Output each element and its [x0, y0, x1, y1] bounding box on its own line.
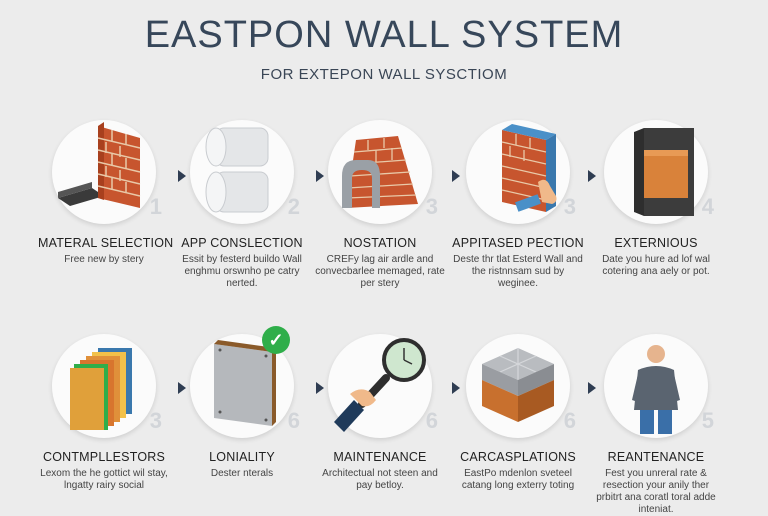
brick-arch-icon	[342, 136, 418, 208]
step-number: 3	[149, 408, 162, 433]
step-description: Fest you unreral rate & resection your a…	[596, 468, 716, 515]
step-loniality: 6 ✓ LONIALITY Dester nterals	[176, 326, 308, 480]
arrow-right-icon	[316, 382, 324, 394]
step-appitased-pection: 3 APPITASED PECTION Deste thr tlat Ester…	[452, 120, 584, 290]
page-title: EASTPON WALL SYSTEM	[144, 14, 624, 56]
step-description: Architectual not steen and pay betloy.	[322, 468, 438, 491]
step-number: 3	[563, 194, 576, 219]
arrow-right-icon	[588, 170, 596, 182]
layered-panels-icon	[70, 348, 132, 430]
step-circle: 1	[52, 120, 162, 224]
arrow-right-icon	[588, 382, 596, 394]
step-label: APPITASED PECTION	[452, 236, 584, 250]
step-description: Date you hure ad lof wal cotering ana ae…	[602, 254, 710, 277]
step-label: LONIALITY	[209, 450, 275, 464]
step-circle: 6	[466, 334, 576, 438]
step-number: 1	[149, 194, 162, 219]
step-description: Lexom the he gottict wil stay, lngatty r…	[40, 468, 168, 491]
step-description: CREFy lag air ardle and convecbarlee mem…	[315, 254, 445, 289]
hand-on-brick-wall-icon	[501, 124, 557, 212]
step-reantenance: 5 REANTENANCE Fest you unreral rate & re…	[590, 334, 722, 516]
arrow-right-icon	[452, 170, 460, 182]
step-label: CARCASPLATIONS	[460, 450, 576, 464]
step-number: 6	[563, 408, 576, 433]
step-circle: 4	[604, 120, 714, 224]
step-label: EXTERNIOUS	[614, 236, 698, 250]
step-app-conslection: 2 APP CONSLECTION Essit by festerd build…	[176, 120, 308, 290]
arrow-right-icon	[178, 382, 186, 394]
step-number: 4	[701, 194, 714, 219]
step-contmpllestors: 3 CONTMPLLESTORS Lexom the he gottict wi…	[38, 334, 170, 492]
arrow-right-icon	[178, 170, 186, 182]
step-number: 3	[425, 194, 438, 219]
step-maintenance: 6 MAINTENANCE Architectual not steen and…	[314, 334, 446, 492]
insulation-rolls-icon	[205, 127, 269, 213]
step-label: CONTMPLLESTORS	[42, 450, 166, 464]
step-material-selection: 1 MATERAL SELECTION Free new by stery	[38, 120, 174, 266]
wall-panel-section-icon	[634, 128, 694, 216]
step-label: REANTENANCE	[607, 450, 705, 464]
step-label: MAINTENANCE	[333, 450, 427, 464]
step-circle: 3	[466, 120, 576, 224]
check-icon: ✓	[262, 326, 290, 354]
step-description: Deste thr tlat Esterd Wall and the ristn…	[453, 254, 583, 289]
checked-panel-icon	[214, 340, 276, 426]
step-circle: 3	[52, 334, 162, 438]
arrow-right-icon	[452, 382, 460, 394]
step-number: 2	[287, 194, 300, 219]
step-label: NOSTATION	[343, 236, 417, 250]
step-nostation: 3 NOSTATION CREFy lag air ardle and conv…	[314, 120, 446, 290]
step-circle: 6	[190, 334, 300, 438]
block-cube-icon	[482, 348, 554, 422]
step-description: Dester nterals	[210, 468, 274, 479]
step-number: 6	[287, 408, 300, 433]
step-number: 5	[701, 408, 714, 433]
step-label: APP CONSLECTION	[181, 236, 303, 250]
step-label: MATERAL SELECTION	[38, 236, 174, 250]
step-externious: 4 EXTERNIOUS Date you hure ad lof wal co…	[590, 120, 722, 278]
step-circle: 5	[604, 334, 714, 438]
step-description: Free new by stery	[64, 254, 144, 265]
step-description: Essit by festerd buildo Wall enghmu orsw…	[182, 254, 302, 289]
step-description: EastPo mdenlon sveteel catang long exter…	[461, 468, 575, 491]
step-number: 6	[425, 408, 438, 433]
step-circle: 6	[328, 334, 438, 438]
magnifier-inspection-icon	[334, 338, 426, 432]
step-circle: 2	[190, 120, 300, 224]
brick-wall-corner-icon	[58, 122, 141, 208]
arrow-right-icon	[316, 170, 324, 182]
engineer-person-icon	[632, 345, 680, 434]
step-carcasplations: 6 CARCASPLATIONS EastPo mdenlon sveteel …	[452, 334, 584, 492]
step-circle: 3	[328, 120, 438, 224]
page-subtitle: FOR EXTEPON WALL SYSCTIOM	[260, 66, 508, 83]
